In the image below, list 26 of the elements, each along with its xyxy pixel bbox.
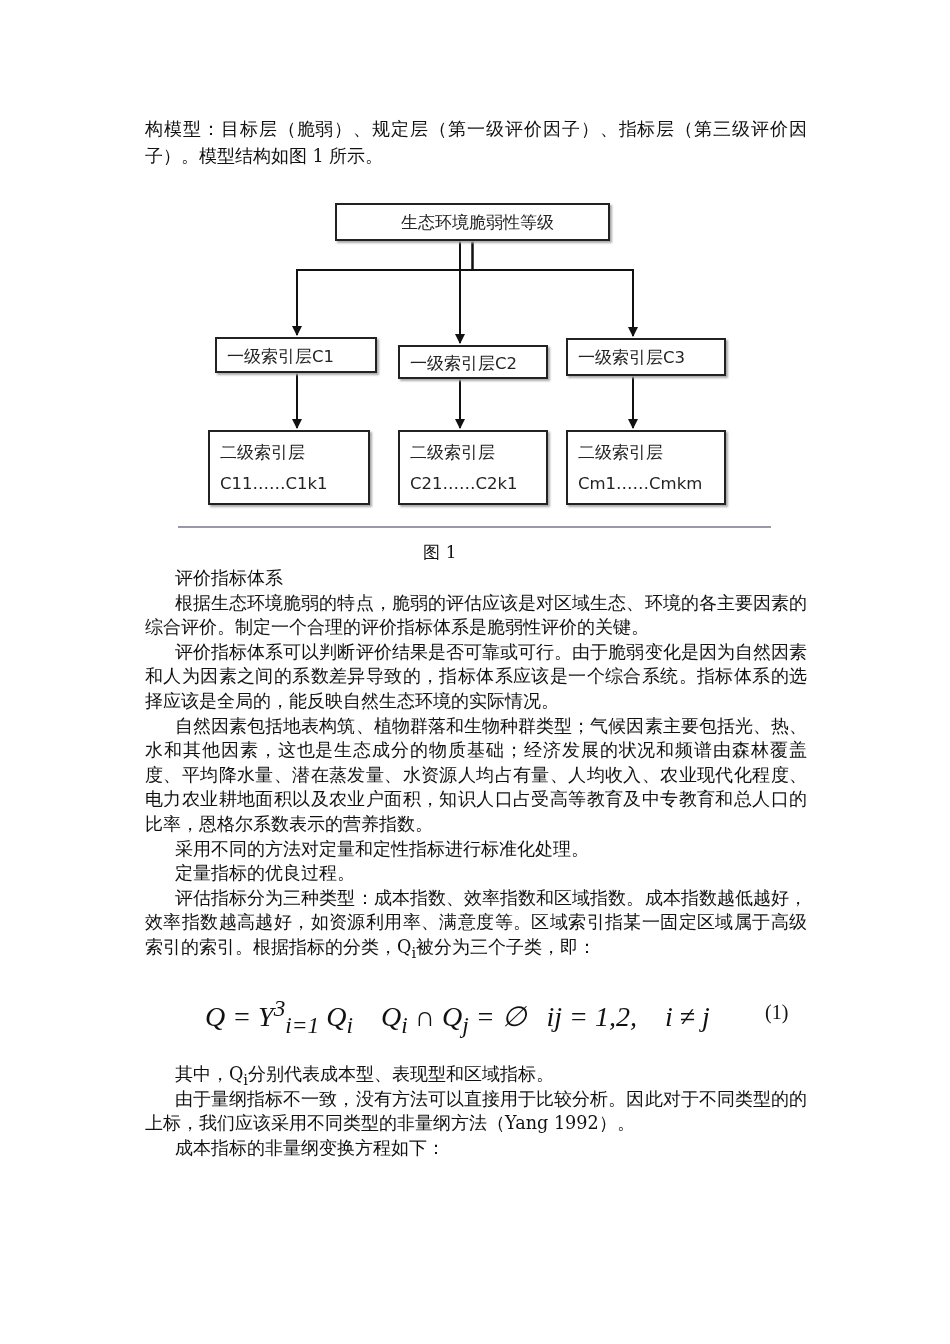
index-box: 二级索引层 Cm1……Cmkm — [566, 430, 726, 505]
paragraph: 定量指标的优良过程。 — [173, 862, 356, 886]
index-box: 二级索引层 C21……C2k1 — [398, 430, 548, 505]
paragraph: 评价指标体系可以判断评价结果是否可靠或可行。由于脆弱变化是因为自然因素和人为因素之间的系数差异导致的，指标体系应该是一个综合系统。指标体系的选择应该是全局的，能反映自然生态环境的实际情况。 — [145, 640, 807, 713]
section-heading: 评价指标体系 — [173, 567, 284, 590]
paragraph: 评估指标分为三种类型：成本指数、效率指数和区域指数。成本指数越低越好，效率指数越高越好，如资源利用率、满意度等。区域索引指某一固定区域属于高级索引的索引。根据指标的分类，Q$_{i}$被分为三个子类，即： — [145, 886, 807, 963]
paragraph: 由于量纲指标不一致，没有方法可以直接用于比较分析。因此对于不同类型的的上标，我们应该采用不同类型的非量纲方法（Yang 1992）。 — [145, 1087, 807, 1136]
paragraph: 构模型：目标层（脆弱）、规定层（第一级评价因子）、指标层（第三级评价因子）。模型结构如图 1 所示。 — [145, 118, 807, 168]
index-box: 一级索引层C3 — [566, 338, 726, 376]
arrow — [292, 372, 302, 429]
index-box: 一级索引层C1 — [215, 337, 377, 373]
paragraph: 成本指标的非量纲变换方程如下： — [173, 1136, 446, 1160]
paragraph: 其中，Q$_{i}$分别代表成本型、表现型和区域指标。 — [173, 1063, 556, 1090]
paragraph: 自然因素包括地表构筑、植物群落和生物种群类型；气候因素主要包括光、热、水和其他因素，这也是生态成分的物质基础；经济发展的状况和频谱由森林覆盖度、平均降水量、潜在蒸发量、水资源人均占有量、人均收入、农业现代化程度、电力农业耕地面积以及农业户面积，知识人口占受高等教育及中专教育和总人口的比率，恩格尔系数表示的营养指数。 — [145, 714, 807, 836]
arrow — [628, 375, 638, 429]
paragraph: 根据生态环境脆弱的特点，脆弱的评估应该是对区域生态、环境的各主要因素的综合评价。制定一个合理的评价指标体系是脆弱性评价的关键。 — [145, 591, 807, 640]
arrow — [455, 240, 465, 344]
index-box: 生态环境脆弱性等级 — [335, 203, 610, 241]
formula: Q = Y$^{3}$$_{i=1}$ Q$_{i}$ Q$_{i}$ ∩ Q$_{j}$ = ∅ ij = 1,2, i ≠ j — [205, 994, 710, 1040]
index-box: 二级索引层 C11……C1k1 — [208, 430, 370, 505]
index-box: 一级索引层C2 — [398, 345, 548, 379]
arrow — [455, 378, 465, 429]
figure-caption: 图 1 — [422, 541, 458, 564]
equation-number: (1) — [765, 1000, 789, 1025]
arrow — [471, 240, 638, 337]
paragraph: 采用不同的方法对定量和定性指标进行标准化处理。 — [173, 837, 590, 861]
